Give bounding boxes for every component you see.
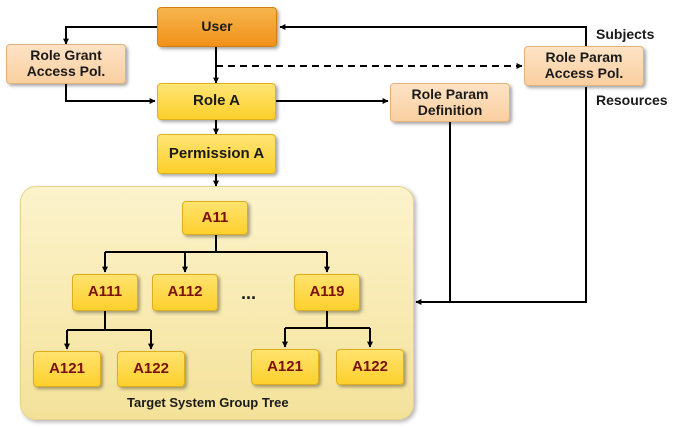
tree-node-a112-label: A112 [167,283,203,301]
role-param-access-policy-box: Role Param Access Pol. [524,46,644,86]
tree-node-a121-right-label: A121 [267,357,303,375]
tree-node-a119: A119 [294,274,360,311]
tree-node-a121-right: A121 [251,349,319,385]
tree-node-a11-label: A11 [201,208,229,226]
tree-node-a11: A11 [182,201,248,235]
connector-role-param-access-to-user [279,24,587,47]
user-label: User [201,18,233,35]
role-param-definition-label: Role Param Definition [411,85,489,118]
connector-role-param-access-to-tree [415,87,587,305]
permission-a-label: Permission A [168,144,265,162]
tree-node-a121-left: A121 [33,351,101,387]
tree-node-a122-right: A122 [336,349,404,385]
connector-user-to-role-grant [63,26,157,45]
resources-label: Resources [596,92,668,108]
role-param-definition-box: Role Param Definition [390,83,510,122]
user-box: User [157,7,277,47]
role-a-box: Role A [157,83,276,120]
tree-node-a111-label: A111 [87,283,123,301]
permission-a-box: Permission A [157,134,276,174]
panel-caption: Target System Group Tree [127,395,289,410]
role-a-label: Role A [193,92,240,110]
tree-node-a122-left: A122 [117,351,185,387]
role-grant-access-policy-box: Role Grant Access Pol. [6,44,126,84]
tree-node-a112: A112 [152,274,218,311]
tree-node-a119-label: A119 [309,283,345,301]
tree-node-a122-left-label: A122 [133,359,169,377]
tree-node-a111: A111 [72,274,138,311]
subjects-label: Subjects [596,26,655,42]
role-grant-access-policy-label: Role Grant Access Pol. [26,47,106,79]
tree-node-a121-left-label: A121 [49,359,85,377]
role-param-access-policy-label: Role Param Access Pol. [544,49,624,81]
tree-node-a122-right-label: A122 [352,357,388,375]
connector-role-grant-to-role-a [65,84,156,104]
tree-ellipsis: ... [241,283,257,303]
